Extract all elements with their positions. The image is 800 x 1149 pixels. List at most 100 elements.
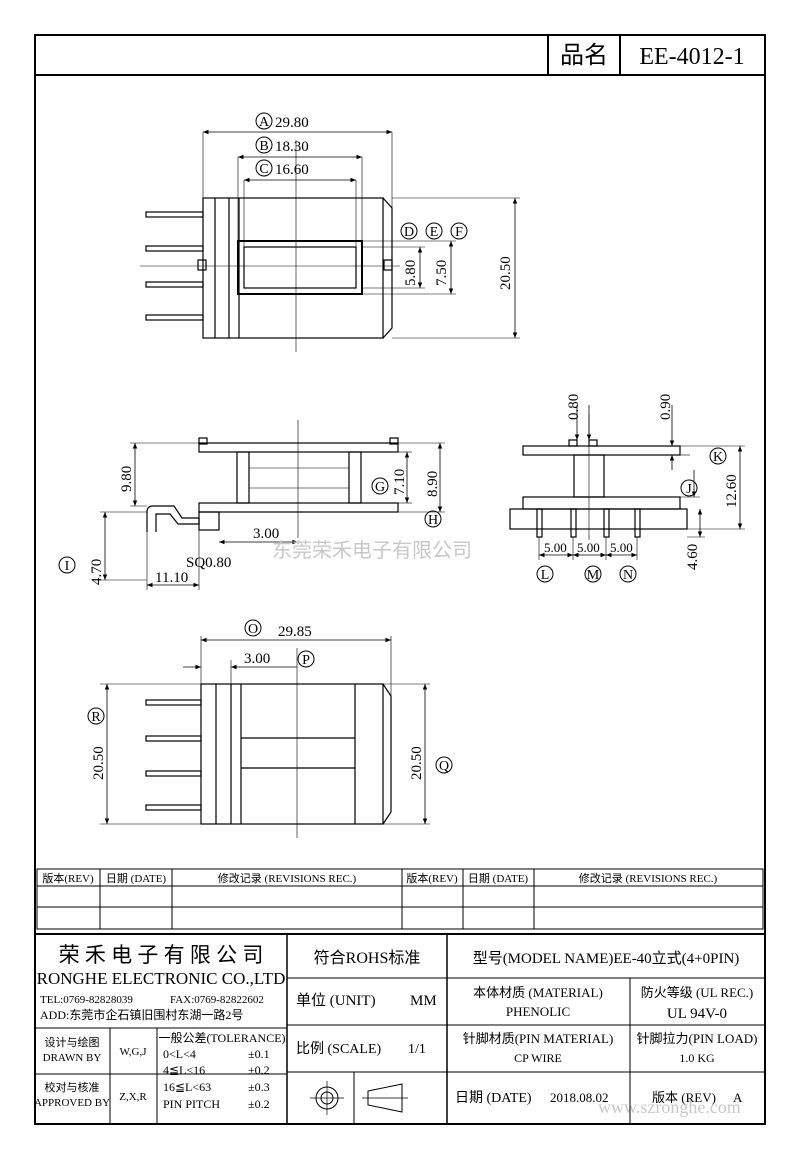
callout-f: F <box>450 222 468 240</box>
svg-text:D: D <box>404 225 414 240</box>
date-value: 2018.08.02 <box>550 1090 609 1105</box>
header-block: 品名 EE-4012-1 <box>35 35 765 76</box>
projection-symbol <box>310 1081 408 1115</box>
company-address: ADD:东莞市企石镇旧围村东湖一路2号 <box>40 1007 243 1022</box>
unit-label: 单位 (UNIT) <box>296 992 376 1009</box>
tolerance-value-1: ±0.1 <box>248 1047 270 1061</box>
svg-text:M: M <box>587 568 600 583</box>
dim-pitch-m: 5.00 <box>577 540 600 555</box>
tolerance-range-2: 4≦L<16 <box>163 1063 205 1077</box>
sheet-border <box>34 34 766 1125</box>
bottom-view-pins <box>145 699 202 811</box>
rev-header-rec-2: 修改记录 (REVISIONS REC.) <box>579 871 718 885</box>
dim-h: 8.90 <box>425 471 441 497</box>
dim-c: 16.60 <box>275 162 309 178</box>
svg-text:B: B <box>259 139 268 154</box>
rev-header-rec-1: 修改记录 (REVISIONS REC.) <box>218 871 357 885</box>
callout-j: J <box>680 479 698 497</box>
dim-g: 7.10 <box>392 469 408 495</box>
pin-load-value: 1.0 KG <box>679 1051 715 1065</box>
flammability-value: UL 94V-0 <box>667 1006 727 1022</box>
callout-g: G <box>371 477 389 495</box>
tolerance-value-2: ±0.2 <box>248 1063 270 1077</box>
approved-by-label-cn: 校对与核准 <box>45 1080 100 1094</box>
svg-text:K: K <box>713 450 723 465</box>
dim-outer-window: 7.50 <box>434 260 450 286</box>
end-view-pins <box>536 508 641 538</box>
dim-k: 12.60 <box>724 474 740 508</box>
side-view <box>100 420 445 590</box>
part-name-label: 品名 <box>560 42 608 69</box>
svg-text:R: R <box>91 710 101 725</box>
pin-load-label: 针脚拉力(PIN LOAD) <box>637 1031 758 1046</box>
dim-b: 18.30 <box>275 139 309 155</box>
approved-by-label-en: APPROVED BY <box>34 1097 110 1109</box>
dim-i: 4.70 <box>89 559 105 585</box>
top-view <box>140 129 520 352</box>
svg-text:C: C <box>259 162 268 177</box>
approved-by-value: Z,X,R <box>119 1091 147 1103</box>
callout-c: C <box>255 159 273 177</box>
title-block <box>35 933 765 1124</box>
material-value: PHENOLIC <box>506 1004 570 1019</box>
drawn-by-value: W,G,J <box>119 1046 147 1058</box>
svg-text:L: L <box>541 568 550 583</box>
tolerance-range-1: 0<L<4 <box>163 1047 196 1061</box>
svg-text:H: H <box>428 513 438 528</box>
callout-m: M <box>584 565 602 583</box>
dim-sq-pin: SQ0.80 <box>186 555 231 571</box>
dim-pin-length: 11.10 <box>155 570 188 586</box>
dim-overall-height: 20.50 <box>498 256 514 290</box>
svg-text:P: P <box>302 653 310 668</box>
callout-b: B <box>255 136 273 154</box>
rev-header-rev-1: 版本(REV) <box>42 871 94 885</box>
callout-n: N <box>619 565 637 583</box>
dim-r: 20.50 <box>91 746 107 780</box>
unit-value: MM <box>410 993 437 1009</box>
part-number: EE-4012-1 <box>639 44 744 70</box>
callout-a: A <box>255 112 273 130</box>
svg-text:J: J <box>686 482 692 497</box>
svg-text:G: G <box>375 480 385 495</box>
dim-q: 20.50 <box>409 746 425 780</box>
drawn-by-label-en: DRAWN BY <box>43 1052 102 1064</box>
dim-pitch-l: 5.00 <box>544 540 567 555</box>
callout-o: O <box>244 619 262 637</box>
callout-q: Q <box>435 756 453 774</box>
dim-a: 29.80 <box>275 115 309 131</box>
rev-label: 版本 (REV) <box>652 1090 716 1105</box>
rev-header-rev-2: 版本(REV) <box>406 871 458 885</box>
callout-d: D <box>400 222 418 240</box>
company-fax: FAX:0769-82822602 <box>170 994 264 1006</box>
model-name: 型号(MODEL NAME)EE-40立式(4+0PIN) <box>473 950 740 967</box>
watermark-corner: www.szronghe.com <box>598 1097 741 1117</box>
dim-side-pin-height: 9.80 <box>119 466 135 492</box>
dim-top-right: 0.90 <box>658 394 674 420</box>
callout-p: P <box>297 650 315 668</box>
pin-material-label: 针脚材质(PIN MATERIAL) <box>463 1031 614 1046</box>
callout-k: K <box>709 447 727 465</box>
rev-value: A <box>733 1090 743 1105</box>
company-name-cn: 荣 禾 电 子 有 限 公 司 <box>59 943 264 967</box>
callout-h: H <box>424 510 442 528</box>
tolerance-value-3: ±0.3 <box>248 1080 270 1094</box>
callout-e: E <box>425 222 443 240</box>
date-label: 日期 (DATE) <box>455 1090 532 1106</box>
rev-header-date-1: 日期 (DATE) <box>106 872 167 885</box>
top-view-pins <box>145 211 204 321</box>
svg-text:O: O <box>248 622 258 637</box>
svg-text:Q: Q <box>439 759 449 774</box>
material-label: 本体材质 (MATERIAL) <box>473 985 603 1000</box>
flammability-label: 防火等级 (UL REC.) <box>641 985 754 1000</box>
pin-material-value: CP WIRE <box>514 1051 562 1065</box>
callouts: A B C D E F G H I J K L M N O P Q R <box>58 112 727 774</box>
dim-top-left: 0.80 <box>566 394 582 420</box>
tolerance-title: 一般公差(TOLERANCE) <box>158 1030 285 1045</box>
scale-value: 1/1 <box>408 1042 426 1057</box>
svg-text:F: F <box>455 225 463 240</box>
end-view <box>509 405 745 560</box>
bottom-view <box>100 636 430 838</box>
svg-text:A: A <box>259 115 270 130</box>
dim-j: 4.60 <box>685 544 701 570</box>
